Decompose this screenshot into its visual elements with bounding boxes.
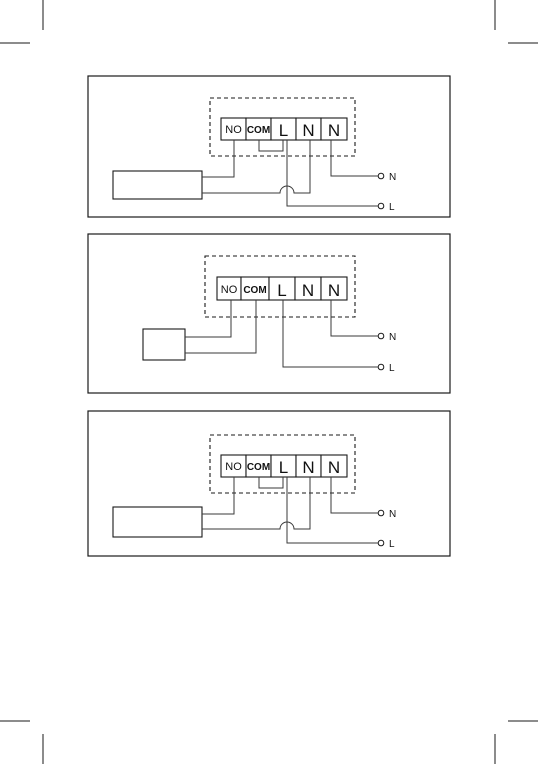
terminal-label-no: NO [221,284,238,296]
terminal-label-com: COM [243,285,266,296]
terminal-label-n2: N [328,458,340,477]
load-device [143,329,185,360]
terminal-label-l: L [277,281,286,300]
label-live: L [389,539,395,550]
wire-live [287,140,378,206]
terminal-label-l: L [279,121,288,140]
diagram-frame [88,234,450,393]
label-live: L [389,202,395,213]
terminal-label-n1: N [302,458,314,477]
terminal-end-l [378,203,384,209]
wire-load-to-n [202,477,310,529]
terminal-end-l [378,364,384,370]
terminal-end-n [378,510,384,516]
load-device [113,171,202,199]
label-neutral: N [389,172,396,183]
terminal-end-n [378,333,384,339]
label-neutral: N [389,509,396,520]
wire-load-to-n [202,140,310,193]
terminal-end-l [378,540,384,546]
terminal-label-com: COM [247,462,270,473]
wiring-diagram-3: NO COM L N N N L [88,411,450,556]
wire-no-to-load [202,477,234,514]
jumper-wire [259,140,283,151]
terminal-label-l: L [279,458,288,477]
terminal-label-no: NO [225,461,242,473]
terminal-label-n2: N [328,121,340,140]
wire-no-to-load [202,140,234,177]
load-device [113,507,202,537]
jumper-wire [259,477,283,488]
terminal-label-n2: N [328,281,340,300]
wire-live [287,477,378,543]
terminal-label-com: COM [247,125,270,136]
terminal-label-no: NO [225,124,242,136]
terminal-label-n1: N [302,281,314,300]
terminal-end-n [378,173,384,179]
wiring-diagram-2: NO COM L N N N L [88,234,450,393]
label-neutral: N [389,332,396,343]
terminal-label-n1: N [302,121,314,140]
wire-com-to-load [185,300,256,353]
wire-no-to-load [185,300,231,337]
label-live: L [389,363,395,374]
wiring-diagram-1: NO COM L N N N L [88,76,450,217]
